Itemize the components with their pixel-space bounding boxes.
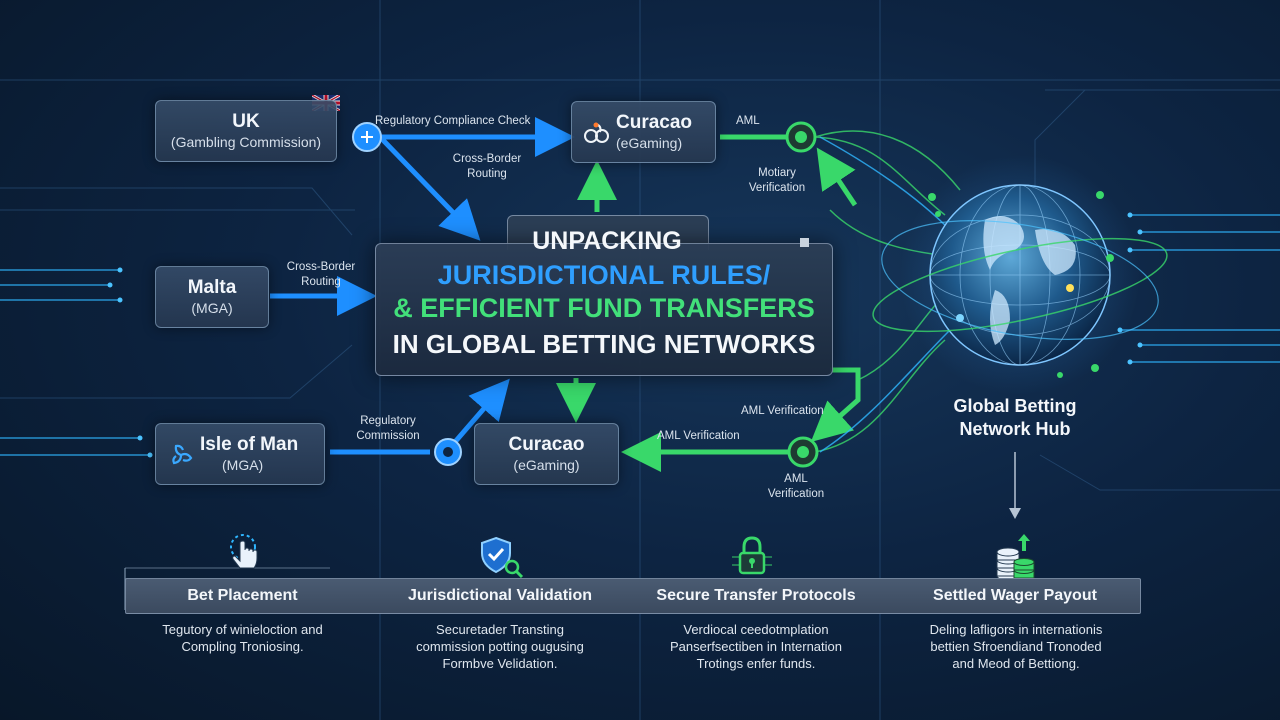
coin-stack-icon [996,534,1035,582]
hand-pointer-icon [230,534,258,569]
title-panel [375,243,833,376]
label-aml-top: AML [736,115,760,127]
node-curacao-top[interactable]: Curacao (eGaming) [571,101,716,163]
curacao-emblem-icon [584,122,609,143]
node-uk[interactable]: UK (Gambling Commission) [155,100,337,162]
node-isle-of-man[interactable]: Isle of Man (MGA) [155,423,325,485]
node-uk-title: UK [232,111,260,132]
flag-marker-icon [800,238,809,247]
title-line-2: JURISDICTIONAL RULES/ [437,260,771,290]
padlock-icon [732,536,772,575]
globe-icon [872,155,1168,395]
label-aml-verification-bottom: AML Verification [767,473,825,500]
step-secure-transfer-protocols: Secure Transfer Protocols [656,587,856,604]
label-cross-border-routing-malta: Cross-Border Routing [286,261,356,288]
label-motiary-verification: Motiary Verification [748,167,806,194]
node-curacao-top-subtitle: (eGaming) [616,135,683,151]
node-malta-title: Malta [187,277,237,298]
process-bar [125,578,1141,614]
step-bet-placement: Bet Placement [187,587,298,604]
node-isle-of-man-title: Isle of Man [200,434,299,455]
step-settled-wager-payout: Settled Wager Payout [933,587,1097,604]
node-curacao-top-title: Curacao [616,112,693,133]
node-curacao-bottom[interactable]: Curacao (eGaming) [474,423,619,485]
title-line-1: UNPACKING [532,227,682,255]
shield-check-icon [481,536,524,579]
node-curacao-bottom-title: Curacao [508,434,585,455]
step-jurisdictional-validation: Jurisdictional Validation [407,587,593,604]
label-regulatory-commission: Regulatory Commission [356,415,420,442]
node-isle-of-man-subtitle: (MGA) [222,457,264,473]
node-malta-subtitle: (MGA) [191,300,233,316]
title-line-4: IN GLOBAL BETTING NETWORKS [392,329,816,359]
label-regulatory-compliance-check: Regulatory Compliance Check [375,115,531,127]
node-uk-subtitle: (Gambling Commission) [170,134,322,150]
label-aml-verification-right: AML Verification [741,405,824,417]
label-aml-verification-mid: AML Verification [657,430,740,442]
node-malta[interactable]: Malta (MGA) [155,266,269,328]
triskelion-icon [172,444,193,465]
label-cross-border-routing-top: Cross-Border Routing [452,153,522,180]
node-curacao-bottom-subtitle: (eGaming) [513,457,580,473]
title-line-3: & EFFICIENT FUND TRANSFERS [393,293,815,323]
hub-label: Global Betting Network Hub [953,396,1077,439]
